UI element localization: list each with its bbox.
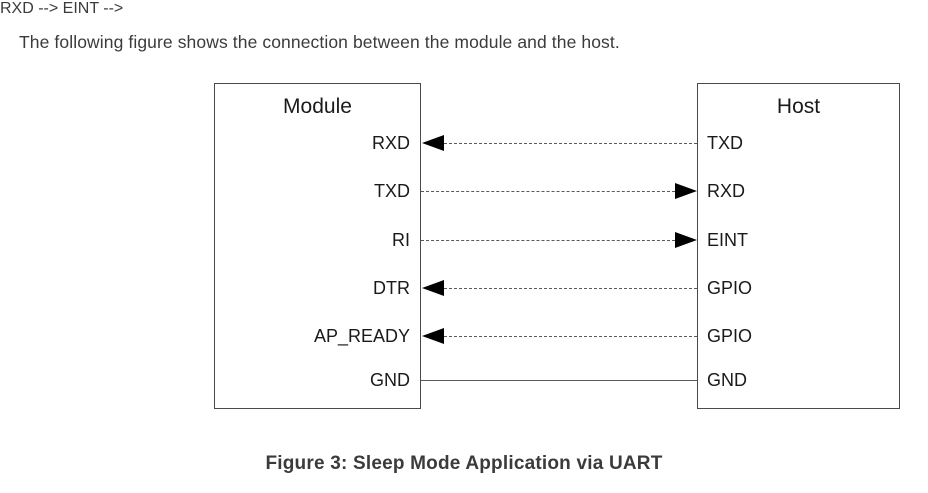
module-pin-rxd: RXD [371, 133, 410, 153]
module-pin-ap-ready: AP_READY [313, 326, 410, 346]
module-box-title: Module [283, 95, 352, 118]
arrowhead-right-icon-row2 [675, 183, 697, 199]
wire-dtr-gpio [444, 288, 697, 289]
host-pin-gpio-1: GPIO [707, 278, 753, 298]
module-pin-gnd: GND [370, 370, 410, 390]
uart-connection-diagram: Module Host RXD TXD RXD --> TXD RXD EINT… [0, 0, 900, 409]
host-pin-txd: TXD [707, 133, 743, 153]
wire-gnd-gnd [421, 380, 697, 381]
wire-rxd-txd [444, 143, 697, 144]
module-box: Module [214, 83, 421, 409]
wire-txd-rxd [421, 191, 675, 192]
arrowhead-right-icon-row3 [675, 232, 697, 248]
host-box-title: Host [776, 95, 821, 118]
arrowhead-left-icon-row4 [422, 280, 444, 296]
intro-paragraph: The following figure shows the connectio… [19, 31, 620, 52]
host-pin-gpio-2: GPIO [707, 326, 753, 346]
host-pin-eint: EINT [707, 230, 749, 250]
wire-ap-ready-gpio [444, 336, 697, 337]
module-pin-txd: TXD [374, 181, 410, 201]
figure-caption: Figure 3: Sleep Mode Application via UAR… [265, 453, 663, 474]
arrowhead-left-icon-row5 [422, 328, 444, 344]
module-pin-ri: RI [392, 230, 410, 250]
host-box: Host [697, 83, 900, 409]
wire-ri-eint [421, 240, 675, 241]
module-pin-dtr: DTR [373, 278, 410, 298]
arrowhead-left-icon-row1 [422, 135, 444, 151]
host-pin-gnd: GND [707, 370, 747, 390]
host-pin-rxd: RXD [707, 181, 746, 201]
